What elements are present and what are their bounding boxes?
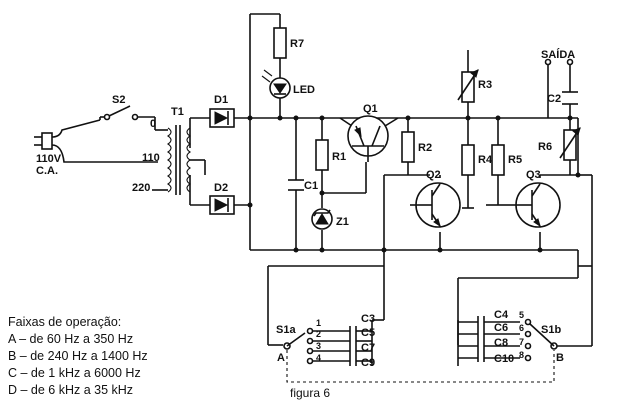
label-r5: R5 — [508, 154, 522, 166]
switch-s1b: S1b B 5 6 7 8 — [519, 265, 593, 364]
label-d2: D2 — [214, 182, 228, 194]
resistor-r2: R2 — [401, 131, 432, 163]
label-q1: Q1 — [363, 103, 378, 115]
label-c8: C8 — [494, 337, 508, 349]
gang-link — [286, 350, 555, 383]
label-p6: 6 — [519, 323, 524, 333]
junction-dots — [247, 115, 581, 253]
switch-s1a: S1a A 1 2 3 4 — [276, 318, 321, 365]
resistor-r1: R1 — [315, 139, 346, 171]
label-p2: 2 — [316, 329, 321, 339]
label-tap0: 0 — [150, 118, 156, 130]
label-a: A — [277, 352, 285, 364]
resistor-r7: R7 — [273, 27, 304, 59]
label-q3: Q3 — [526, 169, 541, 181]
output-terminals: SAÍDA — [541, 48, 575, 118]
capacitor-bank-b: C4 C6 C8 C10 — [457, 309, 520, 366]
zener-z1: Z1 — [311, 208, 349, 230]
label-s1b: S1b — [541, 324, 561, 336]
figure-caption: figura 6 — [290, 386, 331, 400]
label-saida: SAÍDA — [541, 48, 575, 61]
resistor-r6: R6 — [538, 127, 581, 161]
legend-item-a: A – de 60 Hz a 350 Hz — [8, 332, 134, 346]
capacitor-bank-a: C3 C5 C7 C9 — [312, 266, 385, 369]
label-t1: T1 — [171, 106, 184, 118]
label-r4: R4 — [478, 154, 493, 166]
ac-plug: 110V C.A. — [34, 119, 101, 177]
label-c2: C2 — [547, 93, 561, 105]
legend-item-c: C – de 1 kHz a 6000 Hz — [8, 366, 141, 380]
label-tap110: 110 — [142, 152, 160, 164]
transformer-t1: T1 0 110 220 — [100, 106, 206, 195]
resistor-r4: R4 — [461, 144, 493, 176]
capacitor-c1: C1 — [288, 179, 318, 192]
operating-ranges-legend: Faixas de operação: A – de 60 Hz a 350 H… — [8, 314, 148, 399]
switch-s2: S2 — [99, 94, 156, 130]
transistor-q1: Q1 — [347, 103, 389, 162]
label-c10: C10 — [494, 353, 514, 365]
label-p4: 4 — [316, 353, 321, 363]
diode-d2: D2 — [209, 182, 235, 215]
label-p5: 5 — [519, 310, 524, 320]
legend-title: Faixas de operação: — [8, 315, 122, 329]
label-c4: C4 — [494, 309, 509, 321]
label-p1: 1 — [316, 318, 321, 328]
label-p8: 8 — [519, 350, 524, 360]
label-d1: D1 — [214, 94, 228, 106]
label-r1: R1 — [332, 151, 346, 163]
label-ca: C.A. — [36, 165, 58, 177]
label-p7: 7 — [519, 337, 524, 347]
label-led: LED — [293, 84, 315, 96]
label-r2: R2 — [418, 142, 432, 154]
label-c1: C1 — [304, 180, 318, 192]
label-q2: Q2 — [426, 169, 441, 181]
label-tap220: 220 — [132, 182, 150, 194]
wiring — [189, 13, 593, 346]
label-z1: Z1 — [336, 216, 349, 228]
legend-item-d: D – de 6 kHz a 35 kHz — [8, 383, 134, 397]
label-s1a: S1a — [276, 324, 296, 336]
diode-d1: D1 — [209, 94, 235, 128]
label-r3: R3 — [478, 79, 492, 91]
label-p3: 3 — [316, 341, 321, 351]
label-b: B — [556, 352, 564, 364]
resistor-r5: R5 — [491, 144, 522, 176]
label-c7: C7 — [361, 342, 375, 354]
label-r6: R6 — [538, 141, 552, 153]
label-r7: R7 — [290, 38, 304, 50]
resistor-r3: R3 — [457, 69, 492, 103]
legend-item-b: B – de 240 Hz a 1400 Hz — [8, 349, 148, 363]
label-110v: 110V — [36, 153, 62, 165]
label-s2: S2 — [112, 94, 125, 106]
transistor-q3: Q3 — [510, 169, 561, 228]
label-c5: C5 — [361, 327, 375, 339]
label-c3: C3 — [361, 313, 375, 325]
led: LED — [261, 69, 315, 99]
transistor-q2: Q2 — [410, 169, 461, 228]
label-c9: C9 — [361, 357, 375, 369]
capacitor-c2: C2 — [547, 91, 578, 105]
label-c6: C6 — [494, 322, 508, 334]
